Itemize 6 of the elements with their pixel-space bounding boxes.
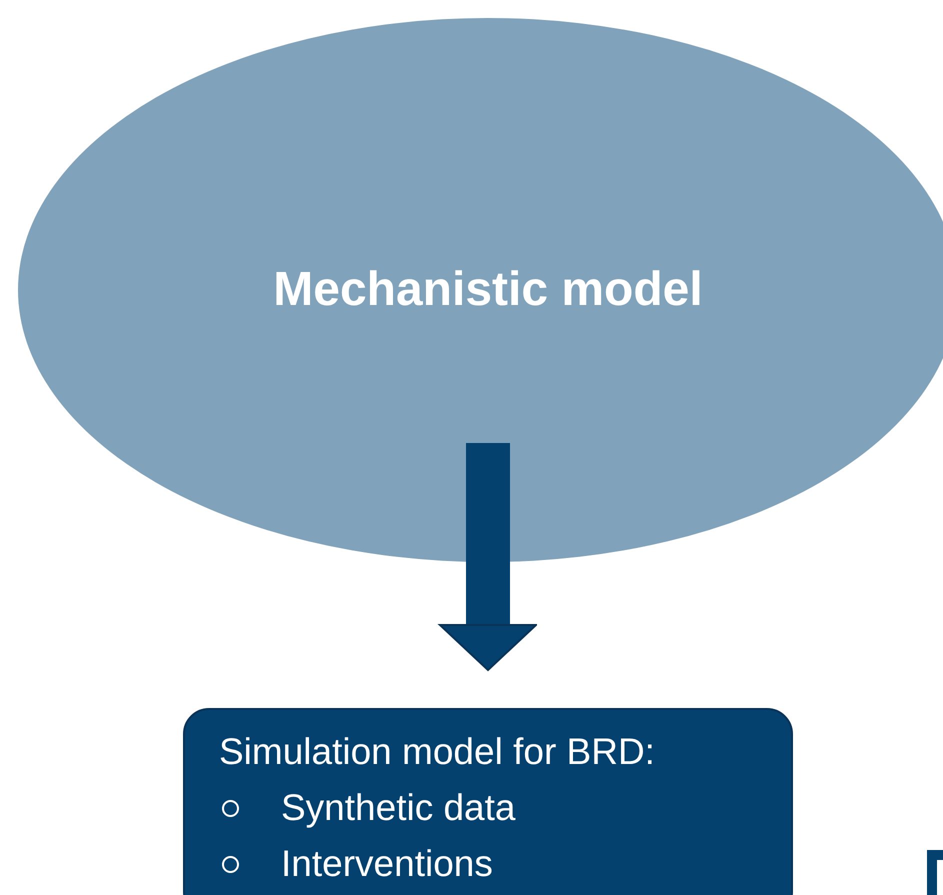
list-item: Synthetic data bbox=[281, 786, 516, 830]
node-title: Mechanistic model bbox=[273, 262, 703, 318]
list-item: Interventions bbox=[281, 842, 493, 886]
rounded-box bbox=[183, 708, 793, 895]
block-arrow bbox=[439, 443, 537, 671]
box-heading: Simulation model for BRD: bbox=[219, 730, 656, 774]
